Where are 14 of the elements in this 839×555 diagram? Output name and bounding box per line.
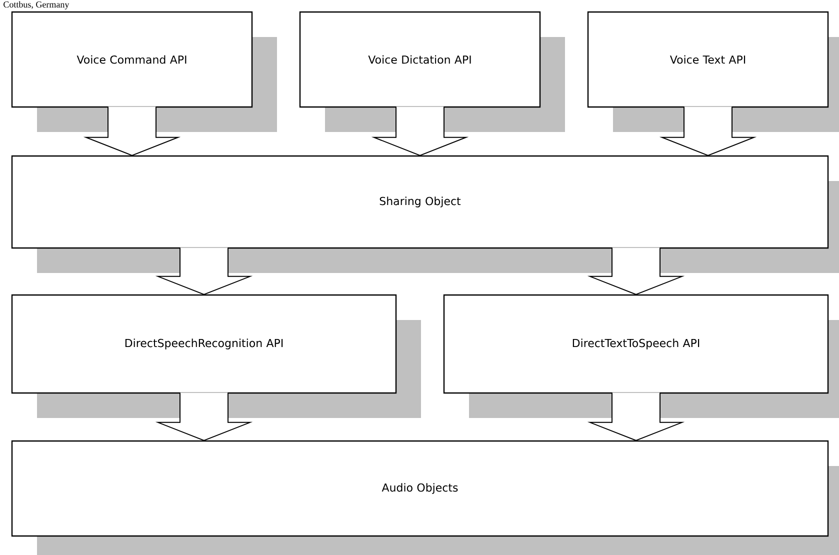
block-arrow xyxy=(659,106,757,156)
block-arrow xyxy=(83,106,181,156)
block-arrow xyxy=(155,392,253,441)
component-box: Voice Text API xyxy=(587,11,839,132)
component-box: Voice Dictation API xyxy=(299,11,565,132)
block-arrow xyxy=(371,106,469,156)
component-box: Audio Objects xyxy=(11,440,839,555)
block-arrow xyxy=(155,247,253,295)
component-box: Sharing Object xyxy=(11,155,839,273)
block-arrow xyxy=(587,247,685,295)
component-box: DirectSpeechRecognition API xyxy=(11,294,421,418)
block-arrow xyxy=(587,392,685,441)
component-box: Voice Command API xyxy=(11,11,277,132)
component-box: DirectTextToSpeech API xyxy=(443,294,839,418)
